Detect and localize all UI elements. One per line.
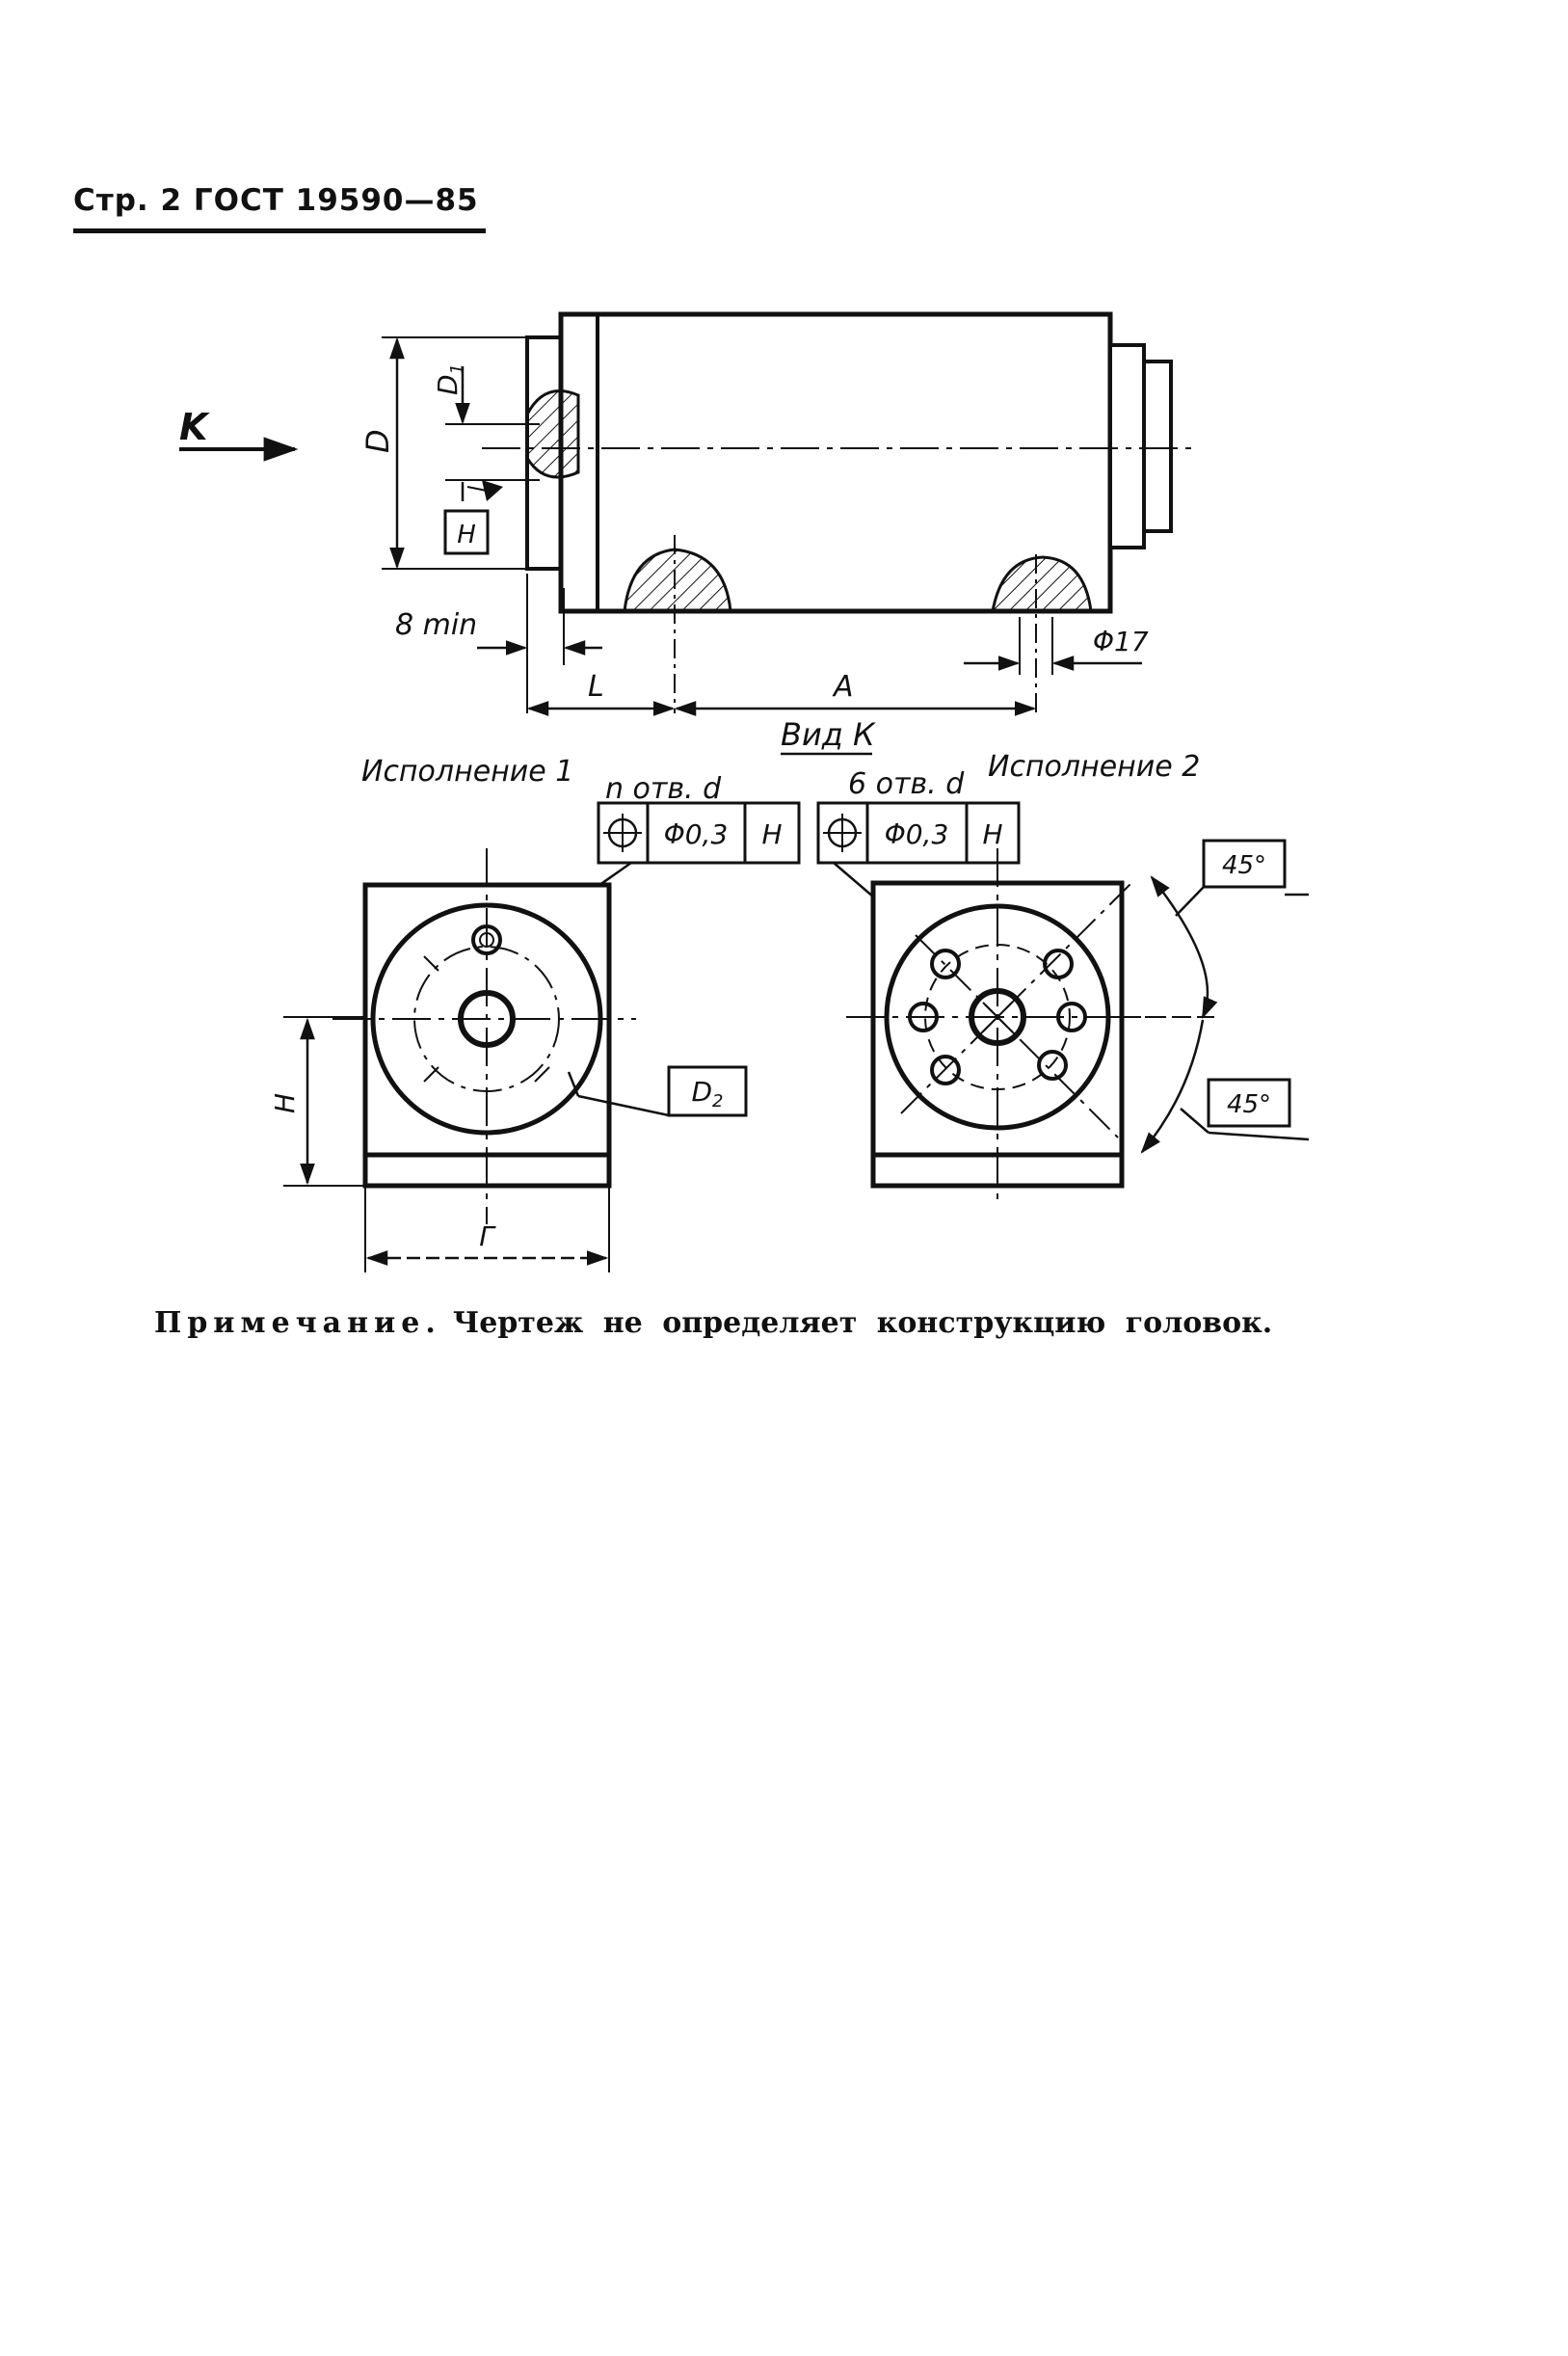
bolt-hole-2 [908, 1002, 939, 1032]
dim-H-label: H [269, 1093, 301, 1113]
angle-bottom-leader [1180, 1108, 1209, 1134]
tolerance-1-value: Φ0,3 [664, 818, 729, 850]
tolerance-1-datum: H [761, 818, 782, 850]
holes-1-label: n отв. d [605, 772, 722, 806]
holes-2-label: 6 отв. d [848, 767, 965, 801]
angle-top-leader-2 [1175, 886, 1205, 917]
bolt-holes-2 [908, 949, 1087, 1085]
dim-D-label: D [359, 429, 396, 453]
angle-arc-2 [1140, 1019, 1205, 1154]
header-rule [73, 228, 486, 233]
angle-bottom-leader-2 [1208, 1131, 1310, 1141]
note-text: Чертеж не определяет конструкцию головок… [452, 1306, 1273, 1340]
view-arrow-label: K [179, 406, 210, 448]
D2-label: D2 [691, 1076, 723, 1111]
variant-2-view: 6 отв. d Φ0,3 H 45 [816, 767, 1310, 1205]
center-mark [982, 1002, 1013, 1032]
view-title: Вид К [781, 716, 876, 753]
section-bottom-2 [991, 555, 1093, 613]
tolerance-frame-1 [597, 801, 801, 865]
note-label: Примечание. [154, 1306, 441, 1340]
angle-bottom-label: 45° [1227, 1090, 1271, 1119]
datum-triangle [482, 480, 503, 501]
variant-1-title: Исполнение 1 [361, 755, 573, 789]
D2-box [667, 1065, 748, 1117]
section-left [525, 389, 580, 479]
datum-label: H [457, 521, 476, 549]
datum-box [443, 509, 490, 555]
bolt-hole-2 [1037, 1050, 1068, 1081]
dim-A-label: A [832, 670, 854, 704]
dim-bmin-label: 8 min [395, 608, 477, 642]
diag-tick [423, 1066, 439, 1083]
dim-D1-label: D1 [432, 363, 467, 395]
right-flange-2 [1142, 360, 1173, 533]
variant-1-view: n отв. d Φ0,3 H D2 H [269, 772, 801, 1272]
note: Примечание. Чертеж не определяет конструк… [154, 1306, 1272, 1340]
angle-top-label: 45° [1222, 851, 1266, 880]
datum-leader [466, 486, 492, 493]
side-view: K D D1 H 8 min [179, 311, 1200, 789]
variant-2-title: Исполнение 2 [988, 750, 1200, 784]
dim-B-label: Г [479, 1220, 496, 1252]
angle-bottom-box [1207, 1078, 1291, 1128]
bolt-hole-2 [930, 1055, 961, 1085]
bolt-hole-2 [930, 949, 961, 979]
tolerance-2-datum: H [982, 818, 1002, 850]
bolt-hole-2 [1056, 1002, 1087, 1032]
D2-leader-2 [567, 1071, 580, 1097]
angle-arc [1150, 875, 1218, 1020]
diag-tick [534, 1066, 550, 1083]
page-header: Стр. 2 ГОСТ 19590—85 [73, 183, 479, 218]
dim-L-label: L [588, 670, 604, 704]
diag-tick [423, 955, 439, 972]
axis-diag [900, 881, 1133, 1114]
right-flange-1 [1108, 343, 1146, 549]
angle-top-box [1202, 839, 1287, 889]
tolerance-2-value: Φ0,3 [885, 818, 949, 850]
D2-leader [577, 1094, 670, 1117]
dim-phi17-label: Φ17 [1093, 626, 1149, 657]
bolt-hole-2 [1043, 949, 1074, 979]
